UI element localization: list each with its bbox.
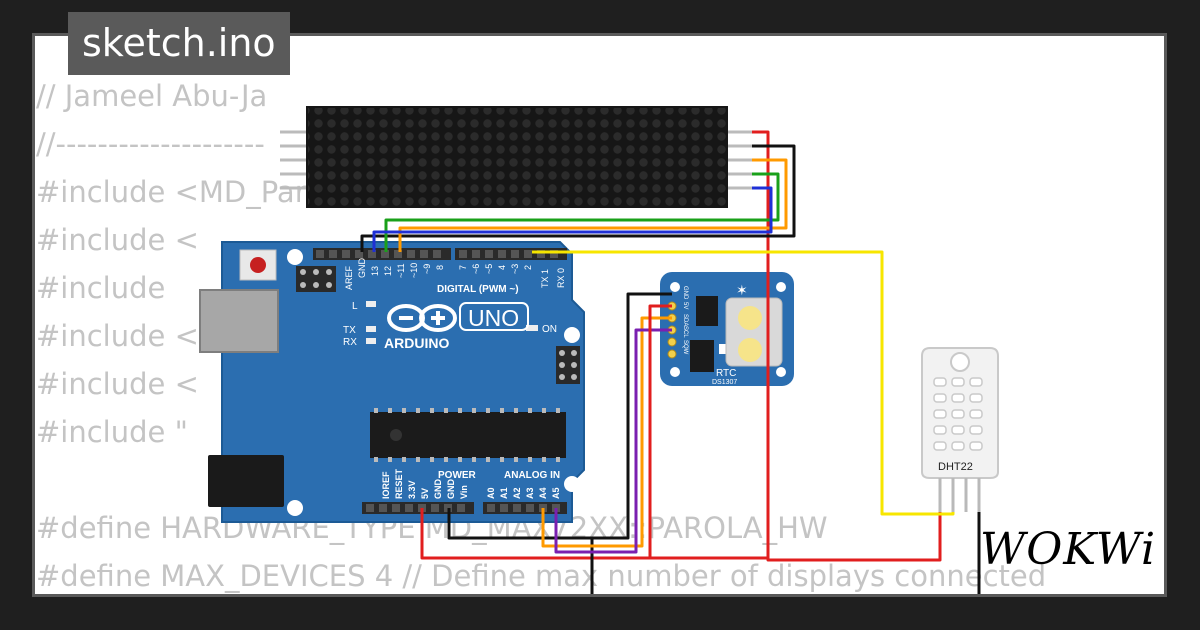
dht-label: DHT22 (938, 461, 973, 473)
rx-label: RX (343, 337, 357, 348)
pin-label: ~6 (471, 264, 481, 274)
pin-label: RX 0 (556, 268, 566, 288)
pin-label: ~9 (422, 264, 432, 274)
rtc-module[interactable]: GND 5V SDA SCL SQW ✶ RTC DS1307 (660, 272, 794, 386)
led-l-label: L (352, 301, 358, 312)
pin-label: ~11 (396, 263, 406, 278)
wire-orange-sda (541, 316, 672, 548)
star-icon: ✶ (736, 283, 748, 299)
pin-label: GND (433, 479, 443, 500)
file-title: sketch.ino (68, 12, 290, 75)
arduino-logo (387, 304, 457, 332)
arduino-uno-board[interactable]: AREF GND 13 12 ~11 ~10 ~9 8 7 ~6 ~5 4 ~3… (199, 241, 585, 523)
tx-label: TX (343, 325, 356, 336)
rtc-pin-label: 5V (682, 302, 688, 309)
pin-label: 4 (497, 265, 507, 270)
pin-label: 2 (523, 265, 533, 270)
power-jack (208, 455, 284, 507)
wires (360, 130, 981, 594)
pin-label: AREF (344, 265, 354, 290)
rtc-pin-label: GND (682, 286, 688, 300)
pin-label: 5V (420, 488, 430, 499)
code-line: #include < (36, 319, 199, 353)
usb-port (199, 289, 279, 353)
code-background: // Jameel Abu-Ja //-------------------- #i… (36, 72, 1046, 600)
atmega-chip (370, 412, 566, 458)
code-line: //-------------------- (36, 127, 265, 161)
reset-button-cap (250, 257, 266, 273)
pin-label: 12 (383, 266, 393, 276)
wire-orange (398, 158, 788, 252)
pin-label: A4 (538, 487, 548, 499)
rtc-pin-label: SDA (682, 314, 688, 326)
pin-label: ~3 (510, 264, 520, 274)
wire-black (360, 144, 796, 252)
wire-yellow (532, 250, 955, 516)
wire-blue (372, 186, 773, 252)
pin-label: A1 (499, 487, 509, 499)
pin-label: A2 (512, 487, 522, 499)
rtc-pin-label: SQW (682, 340, 688, 355)
pin-label: GND (446, 479, 456, 500)
code-line: // Jameel Abu-Ja (36, 79, 268, 113)
pin-label: 7 (458, 265, 468, 270)
pin-label: IOREF (381, 471, 391, 499)
code-line: #include < (36, 223, 199, 257)
pin-label: 13 (370, 266, 380, 276)
rtc-chip (696, 296, 718, 326)
wire-red-5v (420, 508, 768, 560)
on-label: ON (542, 324, 557, 335)
analog-label: ANALOG IN (504, 470, 560, 481)
digital-label: DIGITAL (PWM ~) (437, 284, 519, 295)
pin-label: ~5 (484, 264, 494, 274)
code-line: #define MAX_DEVICES 4 // Define max numb… (36, 559, 1047, 593)
led-matrix-display[interactable] (280, 106, 752, 208)
pin-label: TX 1 (540, 269, 550, 288)
rtc-label: RTC (716, 368, 736, 379)
pin-label: GND (357, 258, 367, 279)
pin-label: A5 (551, 487, 561, 499)
dht22-sensor[interactable]: DHT22 (921, 347, 999, 512)
pin-label: 8 (435, 265, 445, 270)
pin-label: 3.3V (407, 480, 417, 499)
wire-black-gnd (447, 292, 672, 540)
code-line: #include " (36, 415, 188, 449)
wire-purple-scl (554, 328, 672, 554)
pin-label: A3 (525, 487, 535, 499)
pin-label: Vin (459, 485, 469, 499)
rtc-pin-label: SCL (682, 326, 688, 338)
power-label: POWER (438, 470, 477, 481)
code-line: #include (36, 271, 166, 305)
code-line: #include < (36, 367, 199, 401)
reset-button[interactable] (239, 249, 277, 281)
wire-red-rtc (648, 304, 672, 558)
pin-label: ~10 (409, 263, 419, 278)
pin-label: A0 (486, 487, 496, 499)
wire-red (752, 130, 942, 562)
pin-label: RESET (394, 468, 404, 499)
rtc-chip-label: DS1307 (712, 379, 737, 386)
arduino-brand: ARDUINO (384, 335, 449, 351)
wokwi-logo: WOKWi (980, 524, 1157, 575)
arduino-model: UNO (468, 305, 519, 331)
